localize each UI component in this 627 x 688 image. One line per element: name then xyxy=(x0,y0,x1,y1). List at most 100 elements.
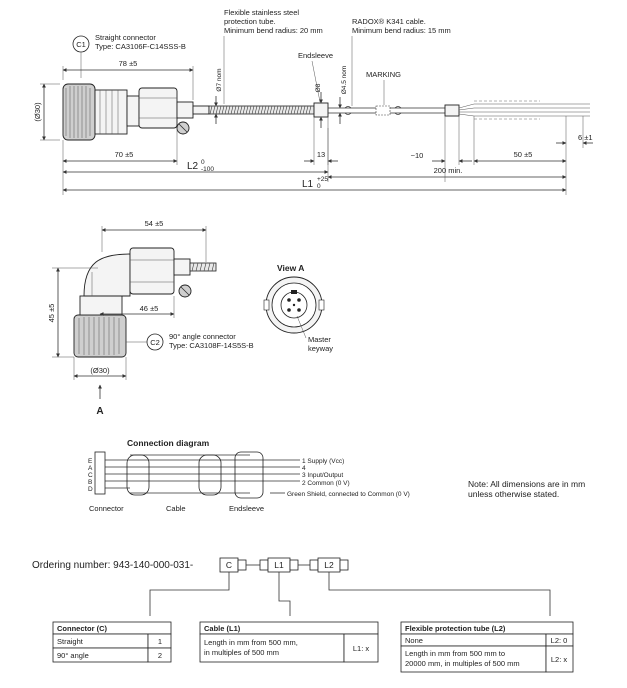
ordering-number: Ordering number: 943-140-000-031- C L1 L… xyxy=(32,557,551,616)
cable-table-title: Cable (L1) xyxy=(204,624,241,633)
angle-elbow xyxy=(83,253,131,297)
tube-code-0: L2: 0 xyxy=(551,636,568,645)
tube-table: Flexible protection tube (L2) None L2: 0… xyxy=(400,621,574,673)
cable-desc-1: Length in mm from 500 mm, xyxy=(204,638,298,647)
c1-type: Type: CA3106F-C14SSS-B xyxy=(95,42,186,51)
dim-50: 50 ±5 xyxy=(514,150,533,159)
pin-e xyxy=(292,303,296,307)
order-box-l1-text: L1 xyxy=(274,560,284,570)
cable-sleeve xyxy=(444,104,460,117)
dim-70: 70 ±5 xyxy=(115,150,134,159)
tube-row-none: None xyxy=(405,636,423,645)
l2-tol: -100 xyxy=(201,166,214,173)
connector-code-2: 2 xyxy=(158,651,162,660)
connector-code-1: 1 xyxy=(158,637,162,646)
dim-78: 78 ±5 xyxy=(119,59,138,68)
master-keyway xyxy=(291,290,297,294)
tube-code-x: L2: x xyxy=(551,655,568,664)
angle-connector-view: 54 ±5 45 ±5 46 ±5 (Ø30) C2 90° angle con… xyxy=(47,219,254,417)
radox-cable xyxy=(328,100,590,120)
cable-table: Cable (L1) Length in mm from 500 mm, in … xyxy=(199,621,379,663)
keyway-label-1: Master xyxy=(308,335,331,344)
c2-label: 90° angle connector xyxy=(169,332,236,341)
top-annotations: C1 Straight connector Type: CA3106F-C14S… xyxy=(72,8,451,106)
dim-dia30: (Ø30) xyxy=(33,102,42,122)
shield-label: Green Shield, connected to Common (0 V) xyxy=(287,491,410,498)
cable-note-1: RADOX® K341 cable. xyxy=(352,17,426,26)
pin-label-e: E xyxy=(88,458,93,465)
wire-4-label: 4 xyxy=(302,465,306,472)
view-a-arrow-label: A xyxy=(96,406,103,417)
angle-coupling-nut xyxy=(73,314,127,358)
view-a: View A Master keyway xyxy=(263,263,333,353)
cable-note-2: Minimum bend radius: 15 mm xyxy=(352,26,451,35)
dim-200: 200 min. xyxy=(434,166,463,175)
endsleeve xyxy=(313,102,329,118)
note-line-2: unless otherwise stated. xyxy=(468,489,559,499)
connector-block xyxy=(94,451,106,495)
keyway-label-2: keyway xyxy=(308,344,333,353)
connector-table: Connector (C) Straight 1 90° angle 2 xyxy=(52,621,172,663)
dim-13: 13 xyxy=(317,150,325,159)
marking-label: MARKING xyxy=(366,70,401,79)
tube-row-length-1: Length in mm from 500 mm to xyxy=(405,649,505,658)
c2-badge-text: C2 xyxy=(150,338,160,347)
angle-clamp xyxy=(129,247,175,295)
pin-label-b: B xyxy=(88,479,92,486)
dimensions-note: Note: All dimensions are in mm unless ot… xyxy=(468,479,585,499)
l1-tol-top: +25 xyxy=(317,176,328,183)
marking-zone xyxy=(375,105,391,116)
pin-a xyxy=(287,298,291,302)
tube-note-1: Flexible stainless steel xyxy=(224,8,299,17)
cable-caption: Cable xyxy=(166,504,186,513)
angle-dim-45: 45 ±5 xyxy=(47,304,56,323)
connector-caption: Connector xyxy=(89,504,124,513)
dim-10: ~10 xyxy=(411,151,424,160)
pin-label-c: C xyxy=(88,472,93,479)
c2-type: Type: CA3108F-14S5S-B xyxy=(169,341,254,350)
l2-label: L2 xyxy=(187,161,199,172)
connection-title: Connection diagram xyxy=(127,438,210,448)
straight-connector-assembly xyxy=(62,83,210,141)
connector-table-title: Connector (C) xyxy=(57,624,107,633)
endsleeve-label: Endsleeve xyxy=(298,51,333,60)
angle-tube xyxy=(189,262,217,272)
angle-dim-54: 54 ±5 xyxy=(145,219,164,228)
l1-label: L1 xyxy=(302,179,314,190)
top-dimensions: 78 ±5 (Ø30) Ø7 nom Ø8 Ø4.5 nom 70 ±5 13 … xyxy=(33,59,593,195)
order-box-c-text: C xyxy=(226,560,232,570)
dim-dia7: Ø7 nom xyxy=(216,68,223,91)
l1-tol: 0 xyxy=(317,183,321,190)
tube-note-2: protection tube. xyxy=(224,17,276,26)
pin-label-a: A xyxy=(88,465,93,472)
angle-dim-46: 46 ±5 xyxy=(140,304,159,313)
cable-desc-2: in multiples of 500 mm xyxy=(204,648,279,657)
c1-label: Straight connector xyxy=(95,33,156,42)
clamp-neck xyxy=(176,101,194,119)
order-box-l2-text: L2 xyxy=(324,560,334,570)
cable-clamp xyxy=(138,87,178,129)
wire-1-label: 1 Supply (Vcc) xyxy=(302,458,344,465)
connector-row-straight: Straight xyxy=(57,637,84,646)
dim-dia45: Ø4.5 nom xyxy=(341,66,348,95)
endsleeve-caption: Endsleeve xyxy=(229,504,264,513)
connector-backshell xyxy=(126,95,140,127)
c1-badge-text: C1 xyxy=(76,40,86,49)
note-line-1: Note: All dimensions are in mm xyxy=(468,479,585,489)
tube-table-title: Flexible protection tube (L2) xyxy=(405,624,506,633)
cable-code: L1: x xyxy=(353,644,370,653)
pin-c xyxy=(287,308,291,312)
dim-6: 6 ±1 xyxy=(578,133,593,142)
pin-b xyxy=(297,298,301,302)
pin-label-d: D xyxy=(88,486,93,493)
wire-2-label: 2 Common (0 V) xyxy=(302,480,350,487)
pin-d xyxy=(297,308,301,312)
flexible-protection-tube xyxy=(208,105,315,115)
angle-clamp-neck xyxy=(173,258,191,276)
angle-body xyxy=(79,295,123,316)
wire-3-label: 3 Input/Output xyxy=(302,472,343,479)
view-a-title: View A xyxy=(277,263,304,273)
connector-row-angle: 90° angle xyxy=(57,651,89,660)
